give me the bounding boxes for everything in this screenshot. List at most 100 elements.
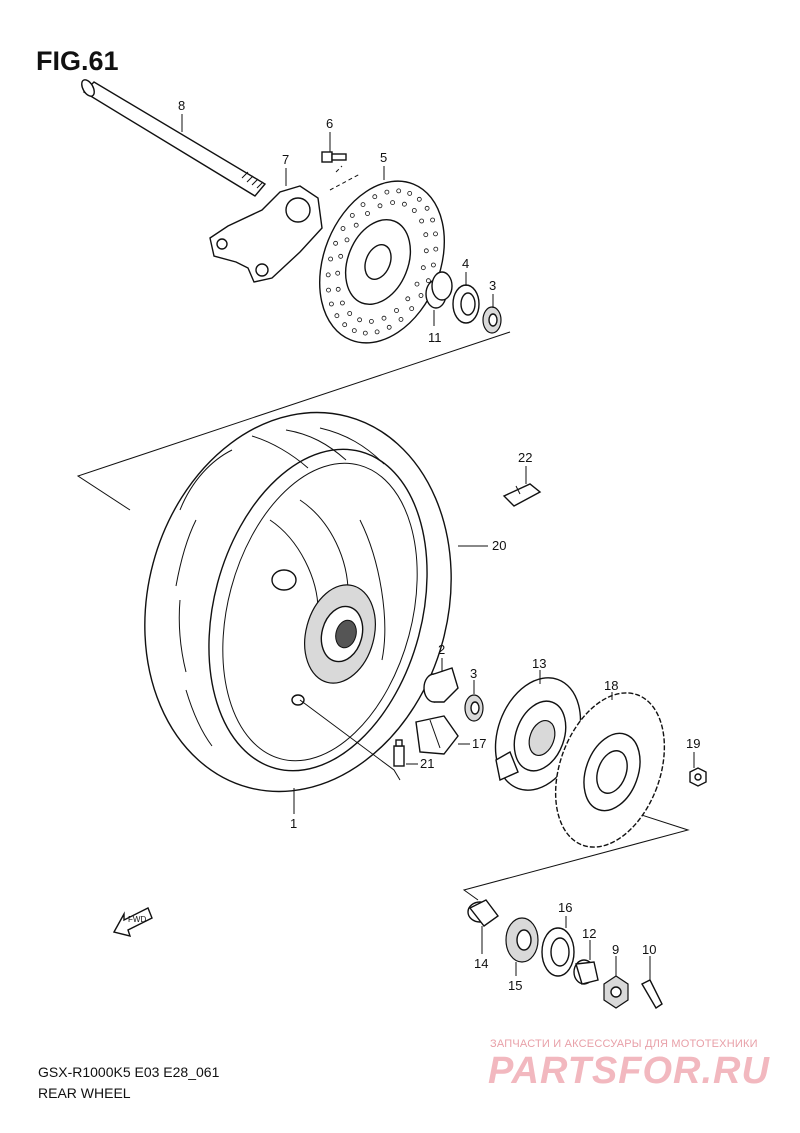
disc-hole <box>409 306 415 312</box>
disc-hole <box>334 313 340 319</box>
disc-hole <box>372 194 378 200</box>
callout-22: 22 <box>518 450 532 465</box>
caliper-bracket <box>209 185 323 283</box>
disc-hole <box>353 222 359 228</box>
callout-8: 8 <box>178 98 185 113</box>
leader-lines <box>181 114 695 980</box>
disc-hole <box>425 278 431 284</box>
callout-17: 17 <box>472 736 486 751</box>
callout-11: 11 <box>428 330 442 345</box>
bearing-left <box>464 694 484 722</box>
disc-hole <box>335 270 341 276</box>
disc-hole <box>433 231 438 237</box>
callout-10: 10 <box>642 942 656 957</box>
disc-hole <box>326 287 331 293</box>
callout-7: 7 <box>282 152 289 167</box>
tire-valve <box>393 739 405 767</box>
disc-hole <box>362 330 368 336</box>
axle-nut <box>603 975 629 1009</box>
disc-hole <box>430 262 436 268</box>
disc-hole <box>418 293 424 298</box>
disc-hole <box>390 200 396 206</box>
disc-hole <box>365 211 370 216</box>
disc-hole <box>349 212 355 218</box>
callout-21: 21 <box>420 756 434 771</box>
disc-hole <box>423 232 429 238</box>
rear-wheel-rim <box>269 499 386 706</box>
disc-hole <box>405 296 411 302</box>
disc-hole <box>420 265 426 271</box>
disc-hole <box>342 322 348 328</box>
callout-2: 2 <box>438 642 445 657</box>
callout-12: 12 <box>582 926 596 941</box>
cotter-pin <box>641 979 663 1009</box>
oil-seal <box>452 284 480 324</box>
sprocket-nut <box>689 767 707 787</box>
disc-hole <box>424 205 430 211</box>
callout-20: 20 <box>492 538 506 553</box>
disc-hole <box>357 317 363 323</box>
callout-16: 16 <box>558 900 572 915</box>
callout-3-upper: 3 <box>489 278 496 293</box>
cush-drive-damper <box>415 715 459 755</box>
disc-hole <box>333 240 339 246</box>
disc-hole <box>384 189 390 195</box>
disc-hole <box>386 324 392 330</box>
wheel-spacer <box>423 667 459 703</box>
callout-19: 19 <box>686 736 700 751</box>
callout-14: 14 <box>474 956 488 971</box>
callout-18: 18 <box>604 678 618 693</box>
watermark-tagline: ЗАПЧАСТИ И АКСЕССУАРЫ ДЛЯ МОТОТЕХНИКИ <box>490 1038 758 1050</box>
disc-hole <box>394 308 399 313</box>
disc-hole <box>344 237 350 243</box>
callout-5: 5 <box>380 150 387 165</box>
callout-15: 15 <box>508 978 522 993</box>
model-code: GSX-R1000K5 E03 E28_061 <box>38 1064 220 1080</box>
disc-hole <box>338 253 344 259</box>
watermark-brand: PARTSFOR.RU <box>488 1050 770 1092</box>
section-name: REAR WHEEL <box>38 1085 131 1101</box>
disc-hole <box>368 318 374 324</box>
oil-seal-lower <box>541 927 575 977</box>
callout-labels: 8 6 7 5 4 3 11 22 20 1 2 3 13 18 19 17 2… <box>178 98 700 993</box>
disc-hole <box>335 286 341 292</box>
bearing <box>482 306 502 334</box>
spacer <box>425 271 453 309</box>
callout-1: 1 <box>290 816 297 831</box>
disc-hole <box>339 300 345 306</box>
rear-sprocket <box>554 692 666 848</box>
sprocket-mounting-drum <box>494 677 582 791</box>
disc-hole <box>351 328 357 334</box>
brake-disc <box>318 180 446 344</box>
disc-hole <box>414 281 420 287</box>
rear-axle <box>81 79 267 197</box>
axle-spacer <box>573 959 599 985</box>
fwd-label: FWD <box>128 915 146 924</box>
disc-hole <box>433 246 439 252</box>
callout-6: 6 <box>326 116 333 131</box>
disc-hole <box>328 256 334 262</box>
disc-hole <box>416 196 422 202</box>
disc-hole <box>430 217 436 223</box>
disc-hole <box>374 329 380 335</box>
bearing-lower <box>505 917 539 963</box>
callout-9: 9 <box>612 942 619 957</box>
spacer-lower <box>467 899 499 927</box>
callout-13: 13 <box>532 656 546 671</box>
disc-hole <box>419 218 425 224</box>
disc-hole <box>401 201 407 207</box>
disc-hole <box>377 203 383 209</box>
bolt <box>321 151 347 163</box>
disc-hole <box>381 315 387 321</box>
callout-4: 4 <box>462 256 469 271</box>
disc-hole <box>325 272 331 278</box>
disc-hole <box>423 248 429 254</box>
disc-hole <box>407 190 413 196</box>
callout-3-lower: 3 <box>470 666 477 681</box>
figure-title: FIG.61 <box>36 46 119 76</box>
disc-hole <box>396 188 402 194</box>
disc-hole <box>328 301 334 307</box>
disc-hole <box>360 202 366 208</box>
balance-weight <box>502 483 542 507</box>
